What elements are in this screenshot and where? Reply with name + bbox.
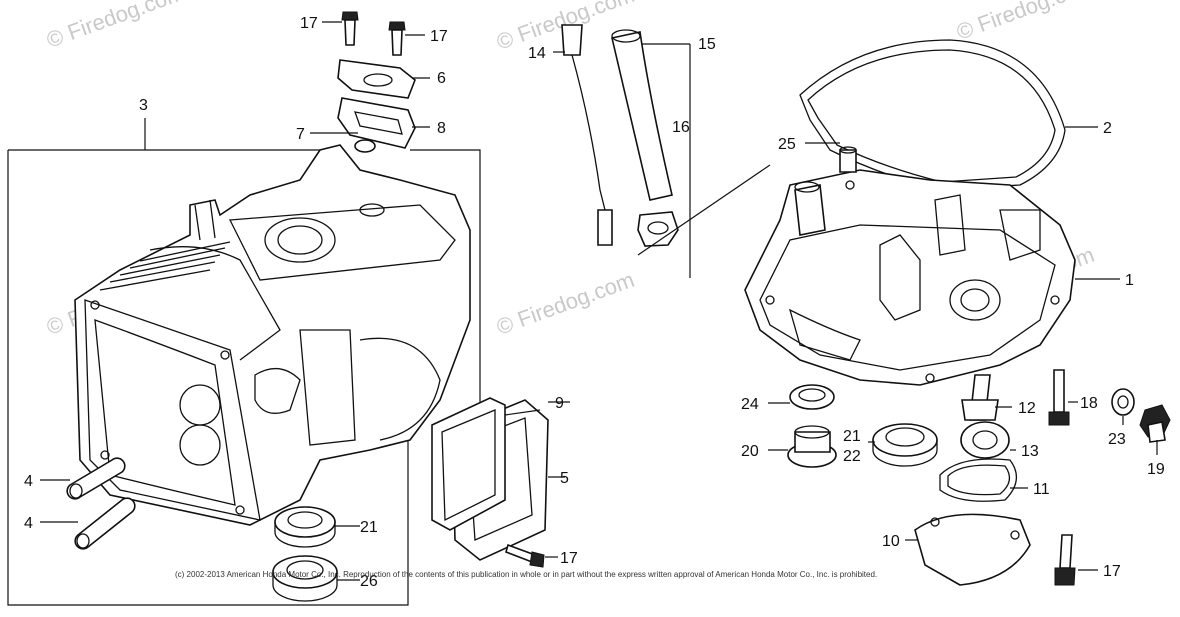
sealing-washer-23 bbox=[1111, 388, 1135, 416]
callout-20: 20 bbox=[741, 443, 759, 460]
callout-11: 11 bbox=[1033, 481, 1050, 498]
watermark-center: © Firedog.com bbox=[493, 267, 637, 340]
callout-24: 24 bbox=[741, 396, 759, 413]
oil-filler-nut bbox=[637, 211, 679, 247]
callout-labels: 17 17 6 8 7 3 4 4 21 26 9 5 17 14 15 16 … bbox=[24, 15, 1165, 590]
breather-valve bbox=[354, 139, 376, 153]
plug-20 bbox=[787, 425, 837, 468]
leader-lines bbox=[40, 21, 1158, 581]
callout-17-bottom-right: 17 bbox=[1103, 563, 1121, 580]
callout-9: 9 bbox=[555, 395, 564, 412]
oil-seal-left bbox=[274, 506, 336, 548]
flange-bolt-top-right bbox=[388, 21, 406, 56]
cylinder-block-assembly-bracket bbox=[7, 118, 481, 606]
oil-level-sensor bbox=[561, 24, 613, 246]
callout-21-right: 21 bbox=[843, 428, 861, 445]
watermark-top-left: © Firedog.com bbox=[43, 0, 187, 53]
breather-cover bbox=[337, 59, 416, 99]
breather-gasket bbox=[337, 97, 416, 149]
cover-dowel bbox=[839, 146, 857, 173]
callout-3: 3 bbox=[139, 97, 148, 114]
oil-pump-rotor bbox=[960, 421, 1010, 459]
callout-17-top-left: 17 bbox=[300, 15, 318, 32]
callout-13: 13 bbox=[1021, 443, 1039, 460]
callout-1: 1 bbox=[1125, 272, 1134, 289]
callout-17-bottom-center: 17 bbox=[560, 550, 578, 567]
watermark-top-right: © Firedog.com bbox=[953, 0, 1097, 45]
cylinder-block-drawing bbox=[74, 144, 471, 526]
oil-filler-tube bbox=[611, 29, 673, 201]
side-cover-gasket bbox=[431, 397, 506, 531]
callout-6: 6 bbox=[437, 70, 446, 87]
callout-4-lower: 4 bbox=[24, 515, 33, 532]
callout-25: 25 bbox=[778, 136, 796, 153]
flange-bolt-top-left bbox=[341, 11, 359, 46]
flange-bolt-bottom-right bbox=[1054, 534, 1076, 586]
oil-pump-cover bbox=[914, 513, 1031, 586]
callout-2: 2 bbox=[1103, 120, 1112, 137]
callout-17-top-right: 17 bbox=[430, 28, 448, 45]
callout-26: 26 bbox=[360, 573, 378, 590]
dowel-pin-upper bbox=[66, 457, 126, 500]
ball-bearing bbox=[272, 555, 338, 602]
callout-15: 15 bbox=[698, 36, 716, 53]
callout-22: 22 bbox=[843, 448, 861, 465]
callout-8: 8 bbox=[437, 120, 446, 137]
callout-12: 12 bbox=[1018, 400, 1036, 417]
flange-bolt-18 bbox=[1048, 369, 1070, 426]
flange-bolt-bottom-center bbox=[505, 543, 545, 568]
crankcase-cover bbox=[744, 169, 1076, 386]
washer-24 bbox=[789, 384, 835, 410]
callout-5: 5 bbox=[560, 470, 569, 487]
callout-23: 23 bbox=[1108, 431, 1126, 448]
callout-18: 18 bbox=[1080, 395, 1098, 412]
callout-10: 10 bbox=[882, 533, 900, 550]
tube-leader-line bbox=[637, 164, 771, 256]
oil-pump-shaft bbox=[961, 374, 999, 421]
callout-7: 7 bbox=[296, 126, 305, 143]
oil-pump-gasket bbox=[939, 458, 1017, 502]
dowel-pin-lower bbox=[74, 497, 136, 550]
callout-19: 19 bbox=[1147, 461, 1165, 478]
drain-plug-19 bbox=[1139, 404, 1171, 443]
oil-seal-right bbox=[872, 423, 938, 467]
callout-4-upper: 4 bbox=[24, 473, 33, 490]
callout-14: 14 bbox=[528, 45, 546, 62]
copyright-notice: (c) 2002-2013 American Honda Motor Co., … bbox=[175, 570, 877, 579]
callout-21-left: 21 bbox=[360, 519, 378, 536]
callout-16: 16 bbox=[672, 119, 690, 136]
